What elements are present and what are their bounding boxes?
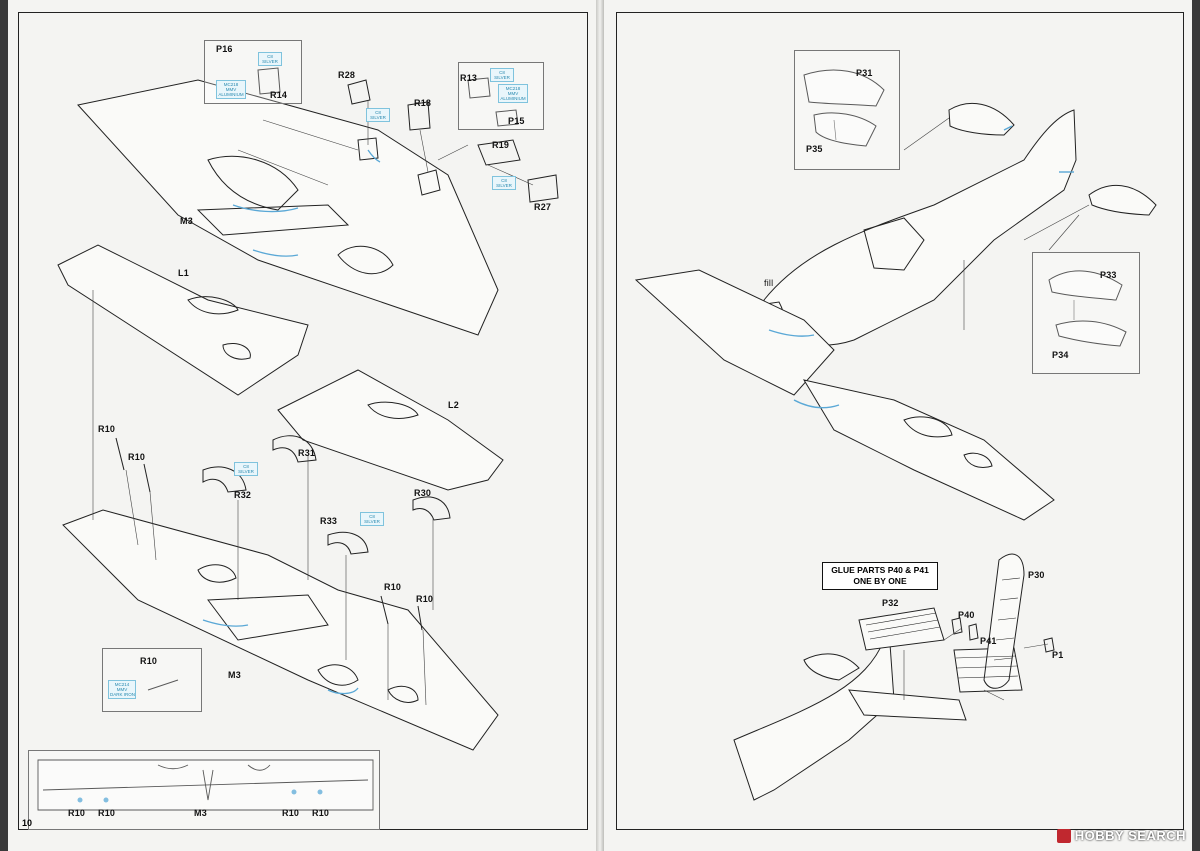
label-r33: R33 (320, 516, 338, 526)
label-p41: P41 (980, 636, 997, 646)
label-l2: L2 (448, 400, 459, 410)
label-p1: P1 (1052, 650, 1064, 660)
page-number: 10 (22, 818, 33, 828)
label-r13: R13 (460, 73, 478, 83)
strip-label-r10-1: R10 (68, 808, 86, 818)
right-page: P31 P35 fill P33 P34 GLUE PARTS P40 & P4… (604, 0, 1192, 851)
paint-silver-p16: C8 SILVER (258, 52, 282, 66)
right-page-frame (616, 12, 1184, 830)
strip-label-r10-4: R10 (312, 808, 330, 818)
label-r10-b: R10 (128, 452, 146, 462)
paint-aluminium-r13: MC218 MMV ALUMINIUM (498, 84, 528, 103)
paint-silver-r31: C8 SILVER (234, 462, 258, 476)
label-r18: R18 (414, 98, 432, 108)
paint-silver-r28: C8 SILVER (366, 108, 390, 122)
label-r14: R14 (270, 90, 288, 100)
label-p15: P15 (508, 116, 525, 126)
label-r28: R28 (338, 70, 356, 80)
label-r10-d: R10 (416, 594, 434, 604)
label-p16: P16 (216, 44, 233, 54)
label-r31: R31 (298, 448, 316, 458)
label-p31: P31 (856, 68, 873, 78)
label-r27: R27 (534, 202, 552, 212)
glue-note: GLUE PARTS P40 & P41 ONE BY ONE (822, 562, 938, 590)
hobby-search-watermark: HOBBY SEARCH (1056, 828, 1186, 843)
callout-r10-dark-iron (102, 648, 202, 712)
left-page: C8 SILVER MC218 MMV ALUMINIUM C8 SILVER … (8, 0, 596, 851)
fuselage-tail-assembly-drawing (634, 69, 1157, 801)
paint-silver-r13: C8 SILVER (490, 68, 514, 82)
label-m3-top: M3 (180, 216, 193, 226)
strip-label-r10-2: R10 (98, 808, 116, 818)
paint-silver-r33: C8 SILVER (360, 512, 384, 526)
lower-wing-assembly-drawing (37, 67, 559, 811)
strip-label-r10-3: R10 (282, 808, 300, 818)
label-p30: P30 (1028, 570, 1045, 580)
label-p32: P32 (882, 598, 899, 608)
label-p34: P34 (1052, 350, 1069, 360)
label-r10-callout: R10 (140, 656, 158, 666)
label-m3-bottom: M3 (228, 670, 241, 680)
label-l1: L1 (178, 268, 189, 278)
label-r32: R32 (234, 490, 252, 500)
label-p35: P35 (806, 144, 823, 154)
callout-p31-p35 (794, 50, 900, 170)
label-p33: P33 (1100, 270, 1117, 280)
label-r19: R19 (492, 140, 510, 150)
hobby-search-logo-icon (1056, 828, 1071, 843)
paint-silver-r19: C8 SILVER (492, 176, 516, 190)
watermark-text: HOBBY SEARCH (1074, 828, 1186, 843)
label-r10-a: R10 (98, 424, 116, 434)
label-r30: R30 (414, 488, 432, 498)
label-fill: fill (764, 278, 774, 288)
label-r10-c: R10 (384, 582, 402, 592)
callout-bottom-strip (28, 750, 380, 830)
paint-dark-iron-r10: MC214 MMV DARK IRON (108, 680, 136, 699)
callout-p33-p34 (1032, 252, 1140, 374)
paint-aluminium-p16: MC218 MMV ALUMINIUM (216, 80, 246, 99)
strip-label-m3: M3 (194, 808, 207, 818)
label-p40: P40 (958, 610, 975, 620)
book-gutter (596, 0, 604, 851)
